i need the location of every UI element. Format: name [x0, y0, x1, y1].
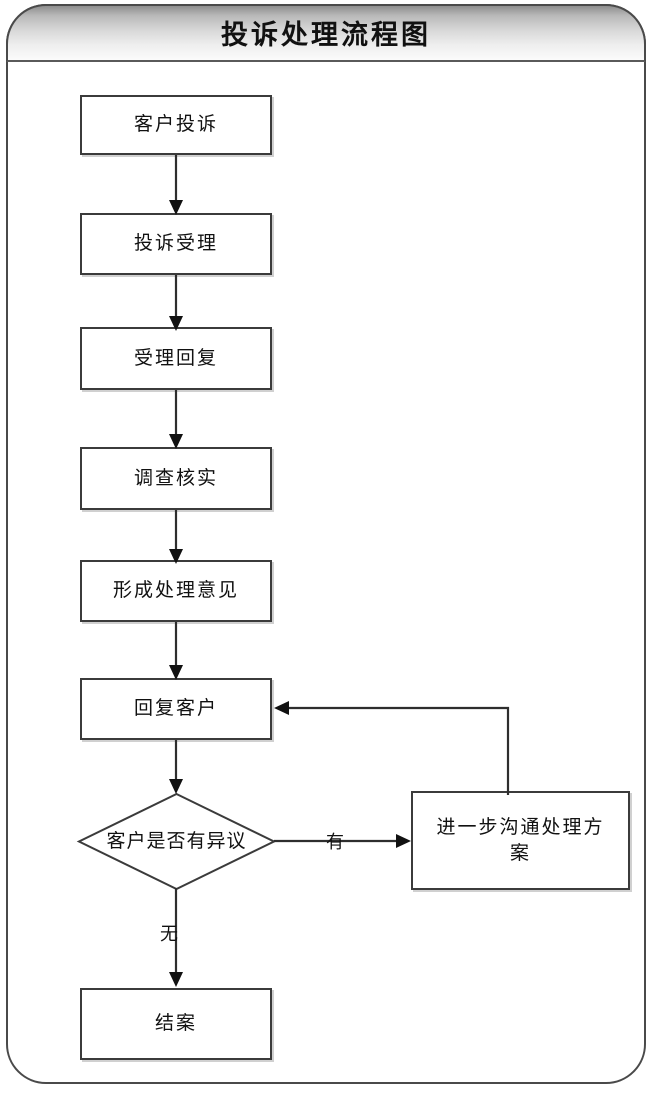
- node-label: 投诉受理: [133, 232, 218, 255]
- edge-label-yes: 有: [326, 832, 344, 853]
- edge-further-communication-to-reply-customer: [274, 701, 510, 795]
- node-investigate[interactable]: 调查核实: [80, 447, 272, 510]
- node-label: 进一步沟通处理方案: [436, 815, 605, 864]
- node-label: 结案: [154, 1012, 197, 1035]
- node-label: 形成处理意见: [112, 579, 239, 602]
- edge-label-no: 无: [160, 924, 178, 945]
- node-acceptance[interactable]: 投诉受理: [80, 213, 272, 275]
- diamond-shape: [76, 792, 277, 891]
- node-reply-receipt[interactable]: 受理回复: [80, 327, 272, 390]
- edge-decision-yes-to-further-communication: [274, 834, 411, 848]
- edge-investigate-to-form-opinion: [169, 510, 183, 564]
- node-reply-customer[interactable]: 回复客户: [80, 678, 272, 740]
- node-close-case[interactable]: 结案: [80, 988, 272, 1060]
- edge-decision-no-to-close-case: [169, 888, 183, 987]
- edge-acceptance-to-reply-receipt: [169, 275, 183, 331]
- diagram-header-band: [6, 4, 646, 62]
- diagram-frame: [6, 4, 646, 1084]
- edge-reply-customer-to-decision: [169, 740, 183, 794]
- edge-complaint-to-acceptance: [169, 155, 183, 215]
- node-label: 受理回复: [133, 346, 218, 369]
- edge-reply-receipt-to-investigate: [169, 390, 183, 449]
- node-form-opinion[interactable]: 形成处理意见: [80, 560, 272, 622]
- node-further-communication[interactable]: 进一步沟通处理方案: [411, 791, 630, 890]
- diagram-title: 投诉处理流程图: [221, 19, 431, 51]
- node-label: 客户投诉: [133, 113, 218, 136]
- node-objection-decision[interactable]: 客户是否有异议: [76, 792, 277, 891]
- node-complaint[interactable]: 客户投诉: [80, 95, 272, 155]
- node-label: 回复客户: [133, 697, 218, 720]
- node-label: 调查核实: [133, 466, 218, 489]
- edge-form-opinion-to-reply-customer: [169, 622, 183, 680]
